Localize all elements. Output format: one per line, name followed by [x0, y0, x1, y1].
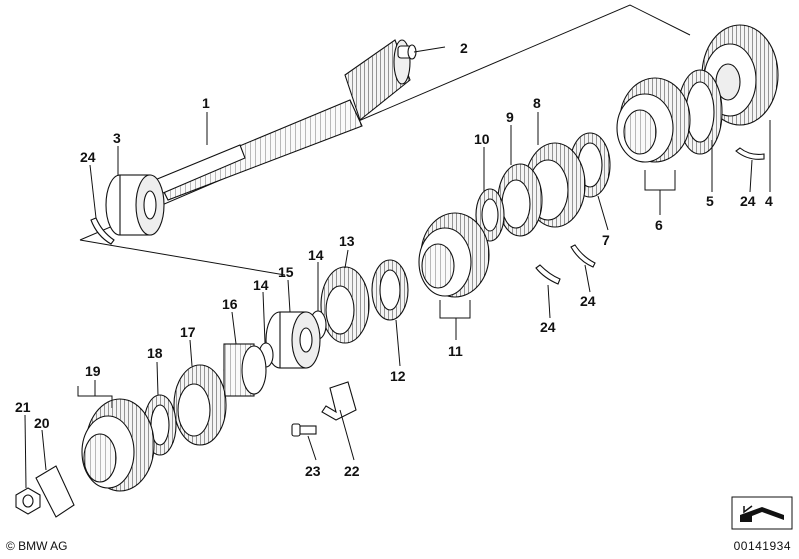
callout-14-b: 14 — [253, 277, 269, 293]
direction-arrow-icon — [731, 496, 793, 530]
callout-10: 10 — [474, 131, 490, 147]
synchro-ring-10 — [475, 188, 505, 242]
callout-19: 19 — [85, 363, 101, 379]
callout-24-c: 24 — [580, 293, 596, 309]
retaining-bracket — [321, 381, 357, 421]
callout-14-a: 14 — [308, 247, 324, 263]
callout-24-d: 24 — [540, 319, 556, 335]
ball-bearing-15 — [265, 311, 321, 369]
synchro-ring-12 — [371, 259, 409, 321]
group-frame — [79, 239, 286, 276]
leader-lines — [24, 46, 771, 489]
callout-4: 4 — [765, 193, 773, 209]
callout-2: 2 — [460, 40, 468, 56]
callout-16: 16 — [222, 296, 238, 312]
gear-17 — [173, 364, 227, 446]
callout-23: 23 — [305, 463, 321, 479]
sliding-sleeve-19 — [81, 398, 155, 492]
callout-1: 1 — [202, 95, 210, 111]
callout-22: 22 — [344, 463, 360, 479]
callout-7: 7 — [602, 232, 610, 248]
callout-5: 5 — [706, 193, 714, 209]
collar-nut — [15, 487, 41, 515]
group-frame — [79, 4, 691, 241]
copyright-notice: © BMW AG — [6, 539, 68, 553]
callout-21: 21 — [15, 399, 31, 415]
callout-8: 8 — [533, 95, 541, 111]
circlip — [735, 147, 765, 160]
callout-3: 3 — [113, 130, 121, 146]
gear-9 — [497, 163, 543, 237]
callout-12: 12 — [390, 368, 406, 384]
callout-24-a: 24 — [80, 149, 96, 165]
sliding-sleeve-11 — [418, 212, 490, 298]
callout-9: 9 — [506, 109, 514, 125]
callout-15: 15 — [278, 264, 294, 280]
ball-bearing-front — [105, 174, 165, 236]
callout-20: 20 — [34, 415, 50, 431]
callout-13: 13 — [339, 233, 355, 249]
sliding-sleeve-assembly — [616, 77, 691, 163]
needle-bearing — [223, 343, 267, 397]
callout-11: 11 — [448, 343, 463, 359]
callout-6: 6 — [655, 217, 663, 233]
callout-18: 18 — [147, 345, 163, 361]
gear-13 — [320, 266, 370, 344]
callout-labels: 1 2 3 24 4 24 5 6 7 8 9 10 11 12 13 14 1… — [15, 40, 773, 479]
document-id: 00141934 — [733, 539, 791, 553]
callout-17: 17 — [180, 324, 196, 340]
lock-plate — [35, 465, 75, 518]
callout-24-b: 24 — [740, 193, 756, 209]
main-shaft — [149, 39, 411, 201]
plug-screw — [397, 44, 417, 60]
bolt — [291, 423, 317, 437]
circlip — [535, 264, 561, 285]
circlip — [570, 244, 596, 268]
synchro-ring-5 — [677, 69, 723, 155]
circlip — [90, 217, 115, 245]
copyright-label: © BMW AG — [6, 539, 68, 553]
